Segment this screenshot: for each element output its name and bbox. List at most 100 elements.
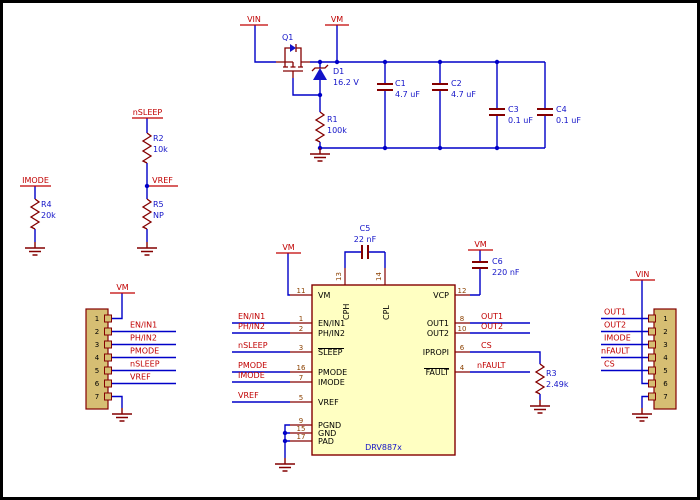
connector-pin-pad — [104, 379, 112, 388]
capacitor-icon — [377, 83, 393, 91]
mosfet-q1: Q1 — [276, 33, 310, 78]
capacitor-c2: C2 4.7 uF — [432, 79, 476, 99]
ic-pin-name: VM — [318, 291, 330, 300]
ground-icon — [632, 408, 652, 422]
capacitor-icon — [432, 83, 448, 91]
wires-mid-left — [34, 118, 148, 242]
c4-ref-label: C4 — [556, 105, 567, 114]
resistor-icon — [141, 132, 153, 164]
c2-value-label: 4.7 uF — [451, 90, 476, 99]
active-low-overlines — [318, 348, 449, 369]
wires — [34, 25, 649, 458]
c5-value-label: 22 nF — [354, 235, 377, 244]
connector-pin-number: 4 — [95, 354, 100, 362]
wires-ic-left — [232, 253, 290, 458]
connector-pin-pad — [648, 379, 656, 388]
capacitor-icon — [472, 261, 488, 269]
connector-pin-pad — [104, 327, 112, 336]
ic-pin-name: PGND — [318, 421, 341, 430]
ic-pin-name: OUT1 — [427, 319, 449, 328]
pin-number: 15 — [297, 425, 306, 433]
net-label: OUT1 — [604, 308, 626, 317]
wires-ic-top — [344, 251, 386, 268]
ground-icon — [530, 400, 550, 414]
connector-pin-number: 2 — [95, 328, 99, 336]
connector-pin-number: 4 — [663, 354, 668, 362]
r4-ref-label: R4 — [41, 200, 52, 209]
net-label-vm: VM — [331, 15, 343, 24]
net-label-vref: VREF — [152, 176, 173, 185]
pin-number: 17 — [297, 433, 306, 441]
c5-ref-label: C5 — [360, 224, 371, 233]
connector-pin-pad — [648, 366, 656, 375]
ic-pin-name: SLEEP — [318, 348, 343, 357]
net-label-cs: CS — [481, 341, 492, 350]
pin-number: 3 — [299, 344, 303, 352]
pin-number: 10 — [458, 325, 467, 333]
wires-connectors — [111, 280, 649, 408]
connector-pin-pad — [648, 392, 656, 401]
body-diode-icon — [290, 44, 296, 52]
resistor-r5: R5 NP — [141, 198, 164, 230]
connector-right: 1 2 3 4 5 6 7 OUT1 OUT2 IMODE nFAULT CS … — [601, 270, 677, 410]
ic-pin-name: GND — [318, 429, 336, 438]
r2-ref-label: R2 — [153, 134, 164, 143]
wires-ic-right — [470, 250, 541, 400]
r5-value-label: NP — [153, 211, 164, 220]
ic-pin-name: FAULT — [426, 368, 450, 377]
net-label-pmode: PMODE — [238, 361, 267, 370]
connector-pin-pad — [104, 353, 112, 362]
net-label: PH/IN2 — [130, 334, 157, 343]
pin-number: 16 — [297, 364, 306, 372]
c3-ref-label: C3 — [508, 105, 519, 114]
connector-pin-number: 6 — [95, 380, 100, 388]
ic-pin-name: CPH — [342, 304, 351, 320]
capacitor-icon — [361, 245, 369, 259]
net-label-imode: IMODE — [238, 371, 265, 380]
resistor-r3: R3 2.49k — [534, 363, 569, 395]
pin-number: 2 — [299, 325, 303, 333]
net-label: nFAULT — [601, 347, 630, 356]
net-label-nfault: nFAULT — [477, 361, 506, 370]
connector-pin-number: 1 — [663, 315, 667, 323]
r5-ref-label: R5 — [153, 200, 164, 209]
pin-number: 8 — [460, 315, 464, 323]
resistor-icon — [314, 111, 326, 143]
net-label-vm: VM — [282, 243, 294, 252]
c3-value-label: 0.1 uF — [508, 116, 533, 125]
r1-value-label: 100k — [327, 126, 347, 135]
capacitor-c3: C3 0.1 uF — [489, 105, 533, 125]
net-label: PMODE — [130, 347, 159, 356]
r1-ref-label: R1 — [327, 115, 338, 124]
capacitor-icon — [537, 108, 553, 116]
net-label-nsleep: nSLEEP — [133, 108, 163, 117]
net-label: EN/IN1 — [130, 321, 157, 330]
ic-pin-name: CPL — [382, 305, 391, 320]
resistor-icon — [534, 363, 546, 395]
connector-pin-number: 1 — [95, 315, 99, 323]
connector-pin-number: 5 — [663, 367, 667, 375]
connector-pin-pad — [648, 314, 656, 323]
connector-pin-number: 7 — [663, 393, 667, 401]
net-label: VM — [116, 283, 128, 292]
resistor-icon — [29, 198, 41, 230]
ic-pin-name: VCP — [433, 291, 449, 300]
ic-pin-name: OUT2 — [427, 329, 449, 338]
net-label-nsleep: nSLEEP — [238, 341, 268, 350]
connector-pin-number: 3 — [663, 341, 667, 349]
capacitor-c1: C1 4.7 uF — [377, 79, 420, 99]
pin-number: 1 — [299, 315, 303, 323]
junction-dots — [144, 59, 500, 444]
resistor-r4: R4 20k — [29, 198, 56, 230]
net-label: IMODE — [604, 334, 631, 343]
d1-value-label: 16.2 V — [333, 78, 359, 87]
ic-pin-name: PMODE — [318, 368, 347, 377]
ic-name-label: DRV887x — [365, 443, 402, 452]
ground-icon — [112, 408, 132, 422]
ic-pin-name: EN/IN1 — [318, 319, 345, 328]
connector-pin-pad — [648, 353, 656, 362]
net-label: VIN — [636, 270, 650, 279]
net-labels: VIN VM nSLEEP VREF IMODE VM VM EN/IN1 PH… — [22, 15, 506, 400]
net-label-out1: OUT1 — [481, 312, 503, 321]
